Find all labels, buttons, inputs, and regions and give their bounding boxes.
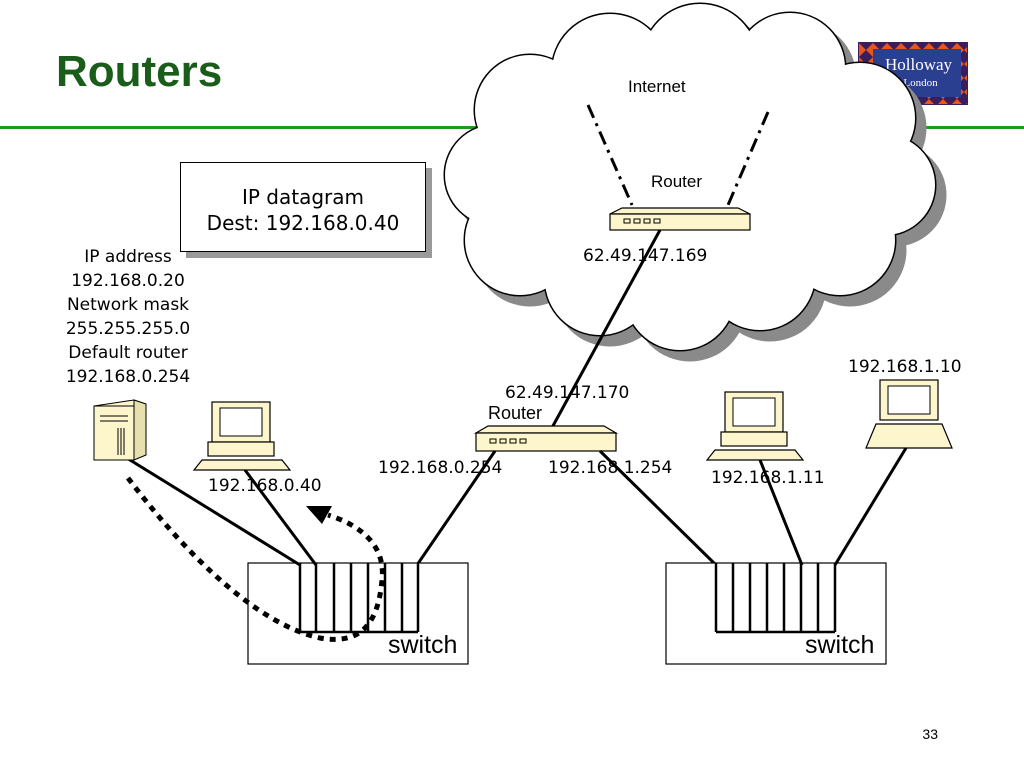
router-lan1-ip: 192.168.1.254 [548, 458, 673, 478]
datagram-line2: Dest: 192.168.0.40 [206, 211, 400, 235]
host-info-line: Default router [68, 343, 188, 363]
host-info-line: Network mask [66, 295, 190, 315]
router-lan0-ip: 192.168.0.254 [378, 458, 503, 478]
left-switch [247, 562, 469, 665]
left-switch-label: switch [388, 631, 458, 659]
packet-path [126, 476, 385, 642]
router-link-right [598, 449, 718, 567]
local-router-icon [473, 425, 619, 452]
right-switch [665, 562, 887, 665]
host-info-line: 255.255.255.0 [65, 319, 191, 339]
pc-right1-icon [705, 391, 805, 461]
datagram-line1: IP datagram [241, 185, 365, 209]
host-config-info: IP address 192.168.0.20 Network mask 255… [48, 245, 208, 389]
packet-arrowhead [306, 506, 332, 524]
server-link [121, 453, 301, 567]
server-icon [93, 399, 147, 461]
router-wan-ip: 62.49.147.170 [505, 383, 630, 403]
host-info-line: 192.168.0.20 [71, 271, 185, 291]
host-info-line: 192.168.0.254 [65, 367, 191, 387]
internet-link-left [586, 104, 634, 206]
ip-datagram-box: IP datagram Dest: 192.168.0.40 [180, 162, 426, 252]
pc-left-ip: 192.168.0.40 [208, 476, 322, 496]
local-router-label: Router [488, 403, 543, 423]
internet-router-icon [609, 207, 751, 231]
logo-text-line1: Holloway [885, 55, 953, 74]
page-number: 33 [922, 726, 938, 742]
router-link-left [415, 450, 497, 566]
pc-right1-ip: 192.168.1.11 [711, 468, 825, 488]
pc-right2-link [833, 447, 908, 566]
internet-router-label: Router [651, 172, 703, 191]
slide-title: Routers [56, 47, 223, 96]
pc-left-link [243, 469, 318, 566]
pc-right2-ip: 192.168.1.10 [848, 357, 962, 377]
host-info-line: IP address [84, 247, 172, 267]
internet-label: Internet [628, 77, 686, 96]
pc-right2-icon [865, 379, 953, 449]
wan-link [546, 229, 662, 436]
pc-right1-link [758, 459, 804, 566]
right-switch-label: switch [805, 631, 875, 659]
internet-router-ip: 62.49.147.169 [583, 246, 708, 266]
pc-left-icon [192, 401, 292, 471]
internet-link-right [726, 111, 770, 206]
